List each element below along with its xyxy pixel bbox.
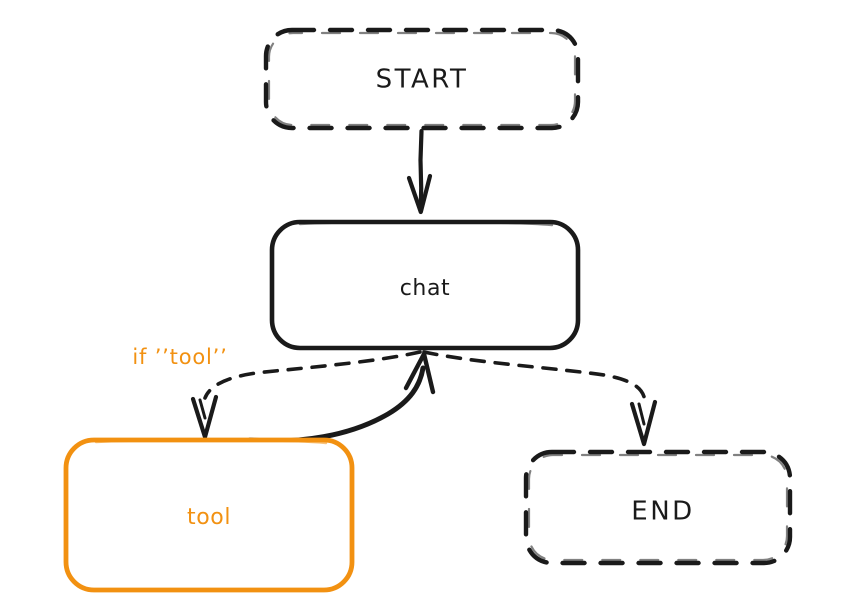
node-start-border xyxy=(263,27,581,131)
edge-start-to-chat-arrowhead xyxy=(406,173,433,215)
edge-tool-to-chat-line xyxy=(247,365,426,444)
node-end-label: END xyxy=(631,497,694,527)
edge-chat-to-tool-line xyxy=(203,350,422,400)
edge-chat-to-tool-arrowhead-tick xyxy=(198,398,207,420)
node-tool-label: tool xyxy=(187,505,231,530)
node-start-label: START xyxy=(376,65,469,95)
edge-tool-to-chat xyxy=(247,351,436,444)
node-tool-border-sketch xyxy=(94,438,328,445)
edge-chat-to-end-arrowhead xyxy=(629,399,658,447)
edge-chat-to-tool-arrowhead xyxy=(190,394,219,440)
edge-chat-to-end xyxy=(422,350,658,447)
node-tool[interactable]: tool xyxy=(63,437,355,593)
edge-chat-to-end-arrowhead-tick xyxy=(637,402,646,426)
node-chat-border-sketch xyxy=(298,220,554,227)
edge-chat-to-tool xyxy=(190,350,422,440)
edge-start-to-chat xyxy=(406,128,433,215)
edge-chat-to-end-line xyxy=(422,350,647,404)
node-end-border xyxy=(523,449,793,566)
edge-start-to-chat-line xyxy=(418,128,424,209)
node-chat-label: chat xyxy=(400,276,451,301)
edge-label-if-tool: if ’’tool’’ xyxy=(132,345,227,369)
node-chat[interactable]: chat xyxy=(269,219,581,351)
node-start[interactable]: START xyxy=(263,27,581,131)
edge-tool-to-chat-arrowhead xyxy=(403,351,436,395)
node-end[interactable]: END xyxy=(523,449,793,566)
node-end-border-sketch xyxy=(527,453,789,562)
